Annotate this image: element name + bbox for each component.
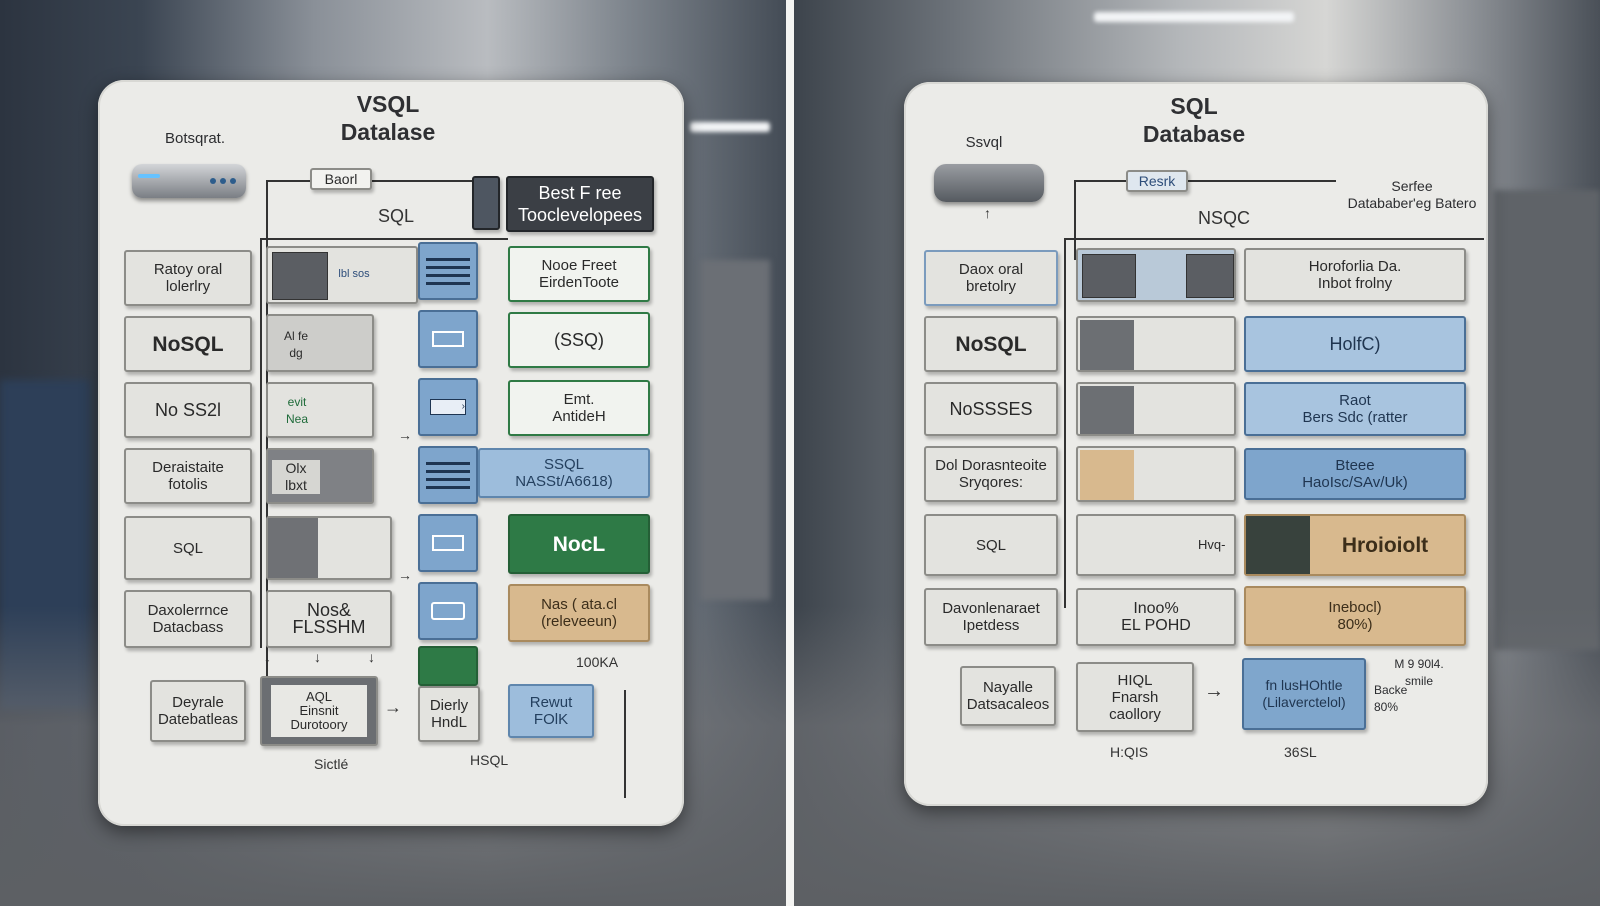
left-col2-item-1: lbl sos [266,246,418,304]
right-diagram-panel: SQL Database Ssvql ↑ Resrk NSQC Serfee D… [904,82,1488,806]
left-col4-item-6[interactable]: Nas ( ata.cl (releveeun) [508,584,650,642]
left-photo: VSQL Datalase Botsqrat. Baorl SQL Best F… [0,0,786,906]
left-col3-item-7 [418,646,478,686]
left-col2-item-1-label: lbl sos [338,268,370,280]
right-col4-item-5-label: Hroioiolt [1341,533,1429,557]
left-col2-item-2-label: Al fe dg [283,329,308,360]
left-bottom-aql[interactable]: AQL Einsnit Durotoory [260,676,378,746]
badge-box: Baorl [310,168,372,190]
right-col4-item-5[interactable]: Hroioiolt [1244,514,1466,576]
right-col4-item-6[interactable]: Inebocl) 80%) [1244,586,1466,646]
best-free-box: Best F ree Tooclevelopees [506,176,654,232]
left-col4-item-3[interactable]: Emt. AntideH [508,380,650,436]
left-col2-item-5 [266,516,392,580]
left-bottom-dierly[interactable]: Dierly HndL [418,686,480,742]
right-bottom-fn[interactable]: fn lusHOhtle (Lilaverctelol) [1242,658,1366,730]
right-panel-title: SQL Database [1142,93,1246,147]
left-col2-item-2: Al fe dg [266,314,374,372]
left-col2-item-4: Olx lbxt [266,448,374,504]
dark-slot [472,176,500,230]
right-grid-row-4 [1076,446,1236,502]
left-col2-item-3-label: evit Nea [285,395,308,426]
right-hvqa-text: Hvq- [1198,537,1226,552]
left-col2-item-3: evit Nea [266,382,374,438]
left-label-sictle: Sictlé [314,756,349,772]
left-col3-item-5 [418,514,478,572]
right-grid-row-6: Inoo% EL POHD [1076,588,1236,646]
right-col4-item-4[interactable]: Bteee HaoIsc/SAv/Uk) [1244,448,1466,500]
right-col1-item-3[interactable]: NoSSSES [924,382,1058,436]
left-diagram-panel: VSQL Datalase Botsqrat. Baorl SQL Best F… [98,80,684,826]
left-col3-item-2 [418,310,478,368]
left-col4-item-1[interactable]: Nooe Freet EirdenToote [508,246,650,302]
right-label-ssl: 36SL [1284,744,1317,760]
left-label-hsql: HSQL [470,752,509,768]
left-bottom-aql-label: AQL Einsnit Durotoory [271,685,367,737]
server-icon [132,164,246,198]
sql-label: SQL [378,206,415,226]
left-col1-item-3[interactable]: No SS2l [124,382,252,438]
left-col3-item-4 [418,446,478,504]
right-badge-box: Resrk [1126,170,1188,192]
right-col4-item-2[interactable]: HolfC) [1244,316,1466,372]
right-col1-item-4[interactable]: Dol Dorasnteoite Sryqores: [924,446,1058,502]
left-col1-item-5[interactable]: SQL [124,516,252,580]
left-col3-item-3: › [418,378,478,436]
right-top-left-label: Ssvql [965,134,1003,151]
image-divider [786,0,794,906]
right-bottom-nayalle[interactable]: Nayalle Datsacaleos [960,666,1056,726]
database-cylinder-icon [934,164,1044,202]
right-label-m9: M 9 90l4. smile [1394,657,1444,688]
left-col2-item-6: Nos& FLSSHM [266,590,392,648]
left-col2-item-4-label: Olx lbxt [272,460,320,494]
right-col1-item-6[interactable]: Davonlenaraet Ipetdess [924,588,1058,646]
right-col1-item-1[interactable]: Daox oral bretolry [924,250,1058,306]
left-top-left-label: Botsqrat. [164,130,226,147]
right-col1-item-2[interactable]: NoSQL [924,316,1058,372]
right-label-backe: Backe 80% [1374,683,1408,714]
right-col4-item-1[interactable]: Horoforlia Da. Inbot frolny [1244,248,1466,302]
right-bottom-hiql[interactable]: HIQL Fnarsh caollory [1076,662,1194,732]
right-label-hqis: H:QIS [1110,744,1149,760]
left-col4-item-4[interactable]: SSQL NASSt/A6618) [478,448,650,498]
left-bottom-deyrale[interactable]: Deyrale Datebatleas [150,680,246,742]
serfee-label: Serfee Datababer'eg Batero [1347,178,1477,211]
left-col1-item-6[interactable]: Daxolerrnce Datacbass [124,590,252,648]
left-col1-item-2[interactable]: NoSQL [124,316,252,372]
right-grid-row-3 [1076,382,1236,436]
left-col4-item-5[interactable]: NocL [508,514,650,574]
right-grid-row-5: Hvq- [1076,514,1236,576]
nsqc-label: NSQC [1198,208,1251,228]
left-panel-title: VSQL Datalase [340,91,436,145]
left-col3-item-6 [418,582,478,640]
left-col1-item-4[interactable]: Deraistaite fotolis [124,448,252,504]
left-col4-item-2[interactable]: (SSQ) [508,312,650,368]
label-100ka: 100KA [576,654,619,670]
right-grid-row-2 [1076,316,1236,372]
left-col3-item-1 [418,242,478,300]
right-photo: SQL Database Ssvql ↑ Resrk NSQC Serfee D… [794,0,1600,906]
left-bottom-rewut[interactable]: Rewut FOlK [508,684,594,738]
left-col1-item-1[interactable]: Ratoy oral lolerlry [124,250,252,306]
right-col1-item-5[interactable]: SQL [924,514,1058,576]
right-col4-item-3[interactable]: Raot Bers Sdc (ratter [1244,382,1466,436]
right-grid-row-1 [1076,248,1236,302]
